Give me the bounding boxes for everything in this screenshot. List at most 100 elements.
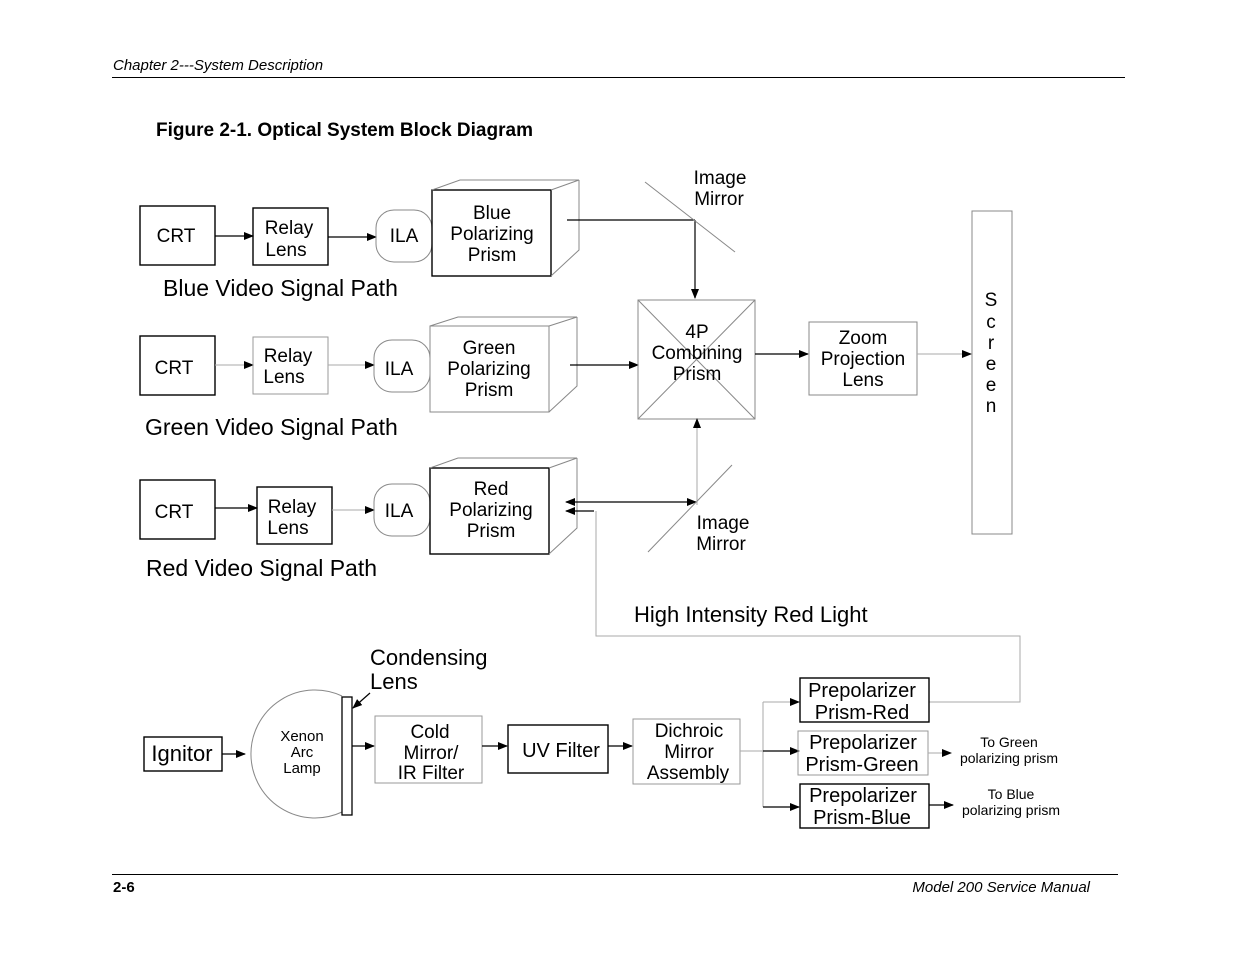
high-intensity-label: High Intensity Red Light [634, 602, 868, 627]
dichroic-label-2: Mirror [664, 742, 714, 763]
cold-mirror-box [374, 715, 483, 784]
red-relay-label-1: Relay [268, 497, 317, 518]
zoom-label-1: Zoom [839, 328, 888, 349]
blue-prism-depth [431, 179, 580, 277]
screen-letter-2: c [986, 312, 996, 333]
bottom-mirror-line [647, 464, 733, 553]
screen-letter-5: e [986, 375, 997, 396]
red-light-feed-line [595, 511, 1021, 703]
red-prism-label-1: Red [474, 479, 509, 500]
top-mirror-label-2: Mirror [694, 189, 744, 210]
screen-letter-3: r [988, 333, 995, 354]
blue-prism-label-3: Prism [468, 245, 517, 266]
red-ila-label: ILA [385, 501, 414, 522]
bottom-mirror-label-2: Mirror [696, 534, 746, 555]
combining-diag-2 [637, 299, 756, 420]
zoom-label-2: Projection [821, 349, 906, 370]
combining-label-3: Prism [673, 364, 722, 385]
blue-prism-label-2: Polarizing [450, 224, 533, 245]
green-prism-label-1: Green [463, 338, 516, 359]
green-prism-label-3: Prism [465, 380, 514, 401]
zoom-lens-box [808, 321, 918, 396]
combining-label-1: 4P [685, 322, 708, 343]
green-prism-label-2: Polarizing [447, 359, 530, 380]
blue-relay-label-1: Relay [265, 218, 314, 239]
condensing-pointer-arrow [352, 692, 371, 709]
combining-label-2: Combining [652, 343, 743, 364]
prepol-blue-label-1: Prepolarizer [809, 785, 917, 807]
prepol-blue-label-2: Prism-Blue [813, 807, 911, 829]
blue-prism-box [431, 189, 552, 277]
ignitor-label: Ignitor [151, 741, 212, 766]
blue-path: CRT Relay Lens ILA Blue Polarizing Prism… [139, 179, 699, 301]
manual-title: Model 200 Service Manual [912, 879, 1090, 896]
green-prism-depth [429, 316, 578, 413]
condensing-label-1: Condensing [370, 645, 487, 670]
illumination-path: Ignitor Xenon Arc Lamp Condensing Lens C… [143, 645, 1060, 829]
red-relay-label-2: Lens [267, 518, 308, 539]
zoom-lens: Zoom Projection Lens [808, 321, 972, 396]
prepol-green-label-1: Prepolarizer [809, 732, 917, 754]
top-mirror-line [644, 181, 736, 253]
red-crt-box [139, 479, 216, 540]
red-prism-label-2: Polarizing [449, 500, 532, 521]
bottom-image-mirror: Image Mirror [647, 464, 750, 555]
prepol-blue-box [799, 783, 930, 829]
cold-mirror-label-2: Mirror/ [404, 743, 460, 764]
red-prism-depth [429, 457, 578, 555]
xenon-lamp-shape [250, 689, 343, 819]
screen-letter-6: n [986, 396, 997, 417]
xenon-label-1: Xenon [280, 728, 323, 745]
to-blue-label-1: To Blue [988, 786, 1035, 802]
blue-relay-label-2: Lens [265, 240, 306, 261]
red-light-feed: High Intensity Red Light [595, 511, 1021, 703]
red-prism-label-3: Prism [467, 521, 516, 542]
green-relay-label-1: Relay [264, 346, 313, 367]
green-crt-label: CRT [155, 358, 194, 379]
green-path-label: Green Video Signal Path [145, 414, 398, 440]
cold-mirror-label-3: IR Filter [398, 763, 465, 784]
blue-path-label: Blue Video Signal Path [163, 275, 398, 301]
red-path: CRT Relay Lens ILA Red Polarizing Prism … [139, 457, 697, 581]
zoom-label-3: Lens [842, 370, 883, 391]
red-path-label: Red Video Signal Path [146, 555, 377, 581]
blue-ila-label: ILA [390, 226, 419, 247]
top-mirror-label-1: Image [694, 168, 747, 189]
combining-prism: 4P Combining Prism [637, 299, 809, 505]
screen: S c r e e n [971, 210, 1013, 535]
red-crt-label: CRT [155, 502, 194, 523]
screen-box [971, 210, 1013, 535]
green-prism-box [429, 325, 550, 413]
blue-crt-label: CRT [157, 226, 196, 247]
condensing-lens-box [341, 696, 353, 816]
red-prism-box [429, 467, 550, 555]
screen-letter-4: e [986, 354, 997, 375]
dichroic-label-3: Assembly [647, 763, 730, 784]
prepol-red-box [799, 677, 930, 723]
to-green-label-1: To Green [980, 734, 1038, 750]
prepol-red-label-2: Prism-Red [815, 702, 909, 724]
figure-title: Figure 2-1. Optical System Block Diagram [156, 120, 533, 141]
dichroic-label-1: Dichroic [655, 721, 724, 742]
to-blue-label-2: polarizing prism [962, 802, 1060, 818]
red-relay-lens-box [256, 486, 333, 545]
prepol-green-label-2: Prism-Green [805, 754, 918, 776]
top-image-mirror: Image Mirror [644, 168, 747, 253]
green-ila-label: ILA [385, 359, 414, 380]
bottom-mirror-label-1: Image [697, 513, 750, 534]
screen-letter-1: S [985, 290, 998, 311]
blue-prism-label-1: Blue [473, 203, 511, 224]
uv-filter-box [507, 724, 609, 774]
chapter-header: Chapter 2---System Description [113, 57, 324, 74]
footer-rule [112, 874, 1118, 875]
page-number: 2-6 [113, 879, 135, 896]
xenon-label-3: Lamp [283, 760, 321, 777]
green-relay-label-2: Lens [263, 367, 304, 388]
xenon-label-2: Arc [291, 744, 314, 761]
to-green-label-2: polarizing prism [960, 750, 1058, 766]
header-rule [112, 77, 1125, 78]
uv-filter-label: UV Filter [522, 740, 600, 762]
cold-mirror-label-1: Cold [410, 722, 449, 743]
green-path: CRT Relay Lens ILA Green Polarizing Pris… [139, 316, 639, 440]
